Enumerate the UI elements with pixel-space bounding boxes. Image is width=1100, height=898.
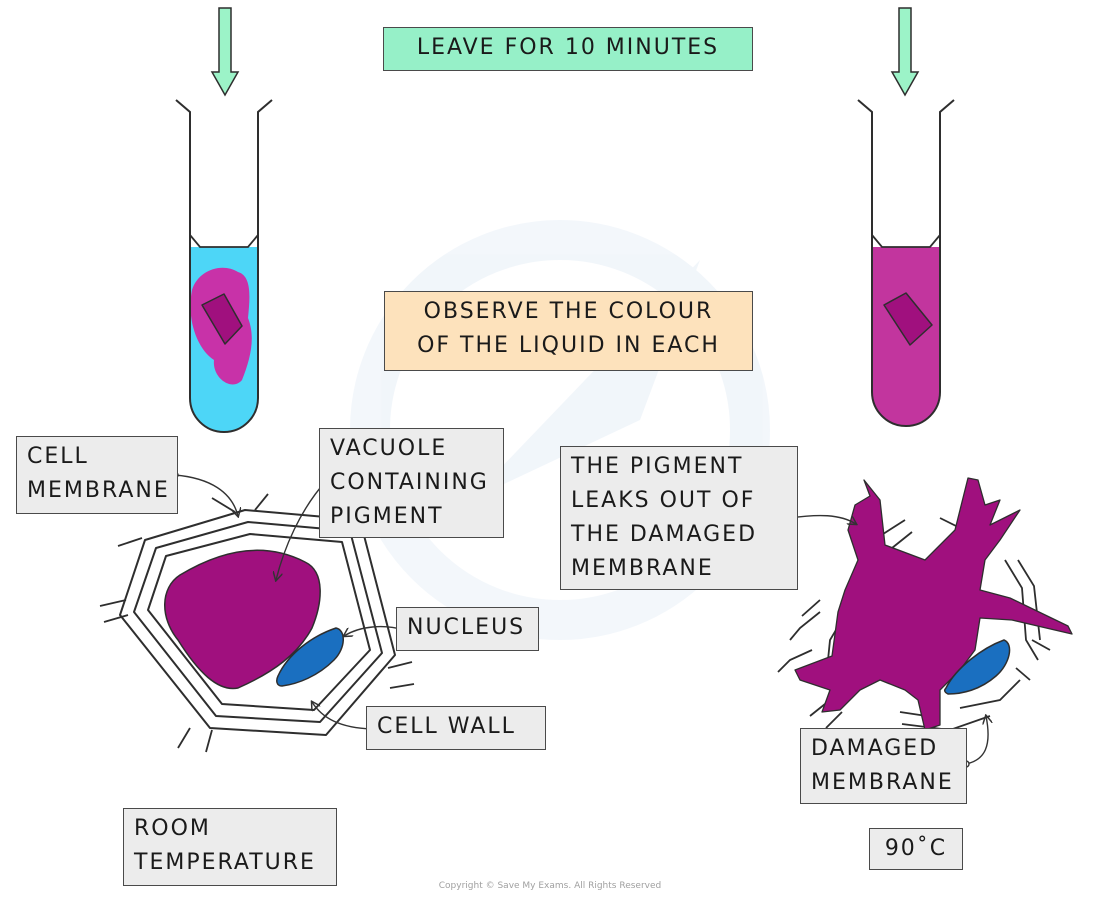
vacuole-line-1: VACUOLE — [330, 436, 448, 461]
pigment-line-1: THE PIGMENT — [571, 454, 744, 479]
damaged-cell-nucleus — [943, 639, 1011, 695]
nucleus-text: NUCLEUS — [407, 615, 526, 640]
leaked-pigment — [794, 477, 1073, 731]
cell-membrane-line-2: MEMBRANE — [27, 478, 170, 503]
left-test-tube — [175, 99, 273, 433]
damaged-membrane-label: DAMAGED MEMBRANE — [800, 728, 967, 804]
pigment-line-3: THE DAMAGED — [571, 522, 758, 547]
observe-colour-label: OBSERVE THE COLOUR OF THE LIQUID IN EACH — [384, 291, 753, 371]
copyright-footer: Copyright © Save My Exams. All Rights Re… — [438, 881, 662, 891]
left-down-arrow — [210, 7, 240, 97]
cell-membrane-line-1: CELL — [27, 444, 89, 469]
left-tube-beetroot-piece — [201, 293, 243, 345]
ninety-degrees-label: 90˚C — [869, 828, 963, 870]
ninety-degrees-text: 90˚C — [884, 836, 948, 861]
damaged-line-1: DAMAGED — [811, 736, 939, 761]
nucleus-label: NUCLEUS — [396, 607, 539, 651]
nucleus — [276, 627, 344, 687]
vacuole-label: VACUOLE CONTAINING PIGMENT — [319, 428, 504, 538]
room-temperature-label: ROOM TEMPERATURE — [123, 808, 337, 886]
cell-wall-outline — [119, 509, 396, 736]
observe-line-2: OF THE LIQUID IN EACH — [417, 333, 720, 358]
damaged-line-2: MEMBRANE — [811, 770, 954, 795]
right-down-arrow — [890, 7, 920, 97]
cell-membrane-label: CELL MEMBRANE — [16, 436, 178, 514]
cell-membrane-outline — [147, 533, 371, 711]
pigment-leaks-label: THE PIGMENT LEAKS OUT OF THE DAMAGED MEM… — [560, 446, 798, 590]
vacuole — [164, 549, 321, 690]
damaged-plant-cell — [777, 477, 1073, 731]
pigment-line-4: MEMBRANE — [571, 556, 714, 581]
pigment-line-2: LEAKS OUT OF — [571, 488, 756, 513]
leave-text: LEAVE FOR 10 MINUTES — [416, 35, 720, 60]
cell-wall-label: CELL WALL — [366, 706, 546, 750]
room-line-1: ROOM — [134, 816, 211, 841]
cell-wall-text: CELL WALL — [377, 714, 516, 739]
vacuole-line-3: PIGMENT — [330, 504, 444, 529]
observe-line-1: OBSERVE THE COLOUR — [423, 299, 714, 324]
healthy-plant-cell — [99, 493, 415, 753]
right-test-tube — [857, 99, 955, 427]
room-line-2: TEMPERATURE — [134, 850, 316, 875]
right-tube-beetroot-piece — [883, 292, 933, 346]
leave-for-10-minutes-label: LEAVE FOR 10 MINUTES — [383, 27, 753, 71]
vacuole-line-2: CONTAINING — [330, 470, 489, 495]
